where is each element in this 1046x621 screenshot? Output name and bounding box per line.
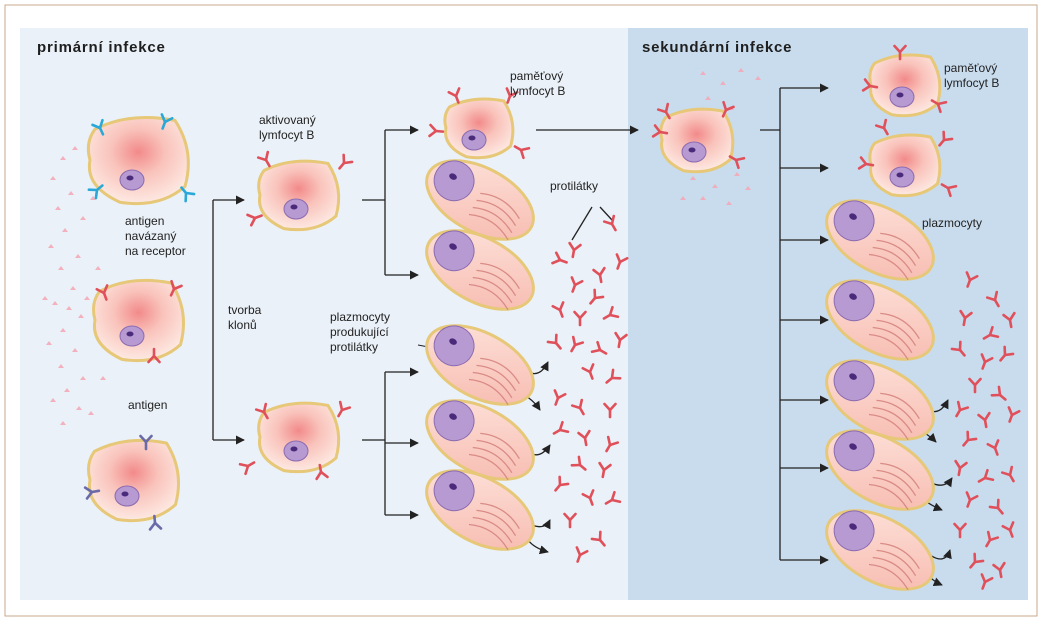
label-line: lymfocyt B xyxy=(510,84,565,98)
label-line: klonů xyxy=(228,318,257,332)
b-lymphocyte-icon xyxy=(445,99,513,158)
label-memory-lymphocyte-left: paměťový lymfocyt B xyxy=(510,69,565,98)
b-lymphocyte-icon xyxy=(88,117,188,203)
b-lymphocyte-icon xyxy=(661,109,733,172)
label-activated-lymphocyte: aktivovaný lymfocyt B xyxy=(259,113,316,142)
b-lymphocyte-icon xyxy=(259,403,339,472)
label-line: protilátky xyxy=(330,340,378,354)
label-line: navázaný xyxy=(125,229,176,243)
label-line: lymfocyt B xyxy=(944,76,999,90)
label-plasma-cells-right: plazmocyty xyxy=(922,216,982,230)
b-lymphocyte-icon xyxy=(870,55,940,116)
label-line: plazmocyty xyxy=(330,310,390,324)
label-line: tvorba xyxy=(228,303,262,317)
label-line: paměťový xyxy=(944,61,997,75)
label-line: produkující xyxy=(330,325,389,339)
label-line: aktivovaný xyxy=(259,113,316,127)
label-line: paměťový xyxy=(510,69,563,83)
label-line: antigen xyxy=(125,214,164,228)
heading-secondary-infection: sekundární infekce xyxy=(642,39,792,56)
label-line: lymfocyt B xyxy=(259,128,314,142)
label-antibodies: protilátky xyxy=(550,179,598,193)
heading-primary-infection: primární infekce xyxy=(37,39,166,56)
b-lymphocyte-icon xyxy=(94,280,184,360)
label-memory-lymphocyte-right: paměťový lymfocyt B xyxy=(944,61,999,90)
label-antigen: antigen xyxy=(128,398,167,412)
label-line: na receptor xyxy=(125,244,186,258)
b-lymphocyte-icon xyxy=(259,161,339,230)
label-clone-formation: tvorba klonů xyxy=(228,303,262,332)
b-lymphocyte-icon xyxy=(89,440,179,520)
b-lymphocyte-icon xyxy=(870,135,940,196)
